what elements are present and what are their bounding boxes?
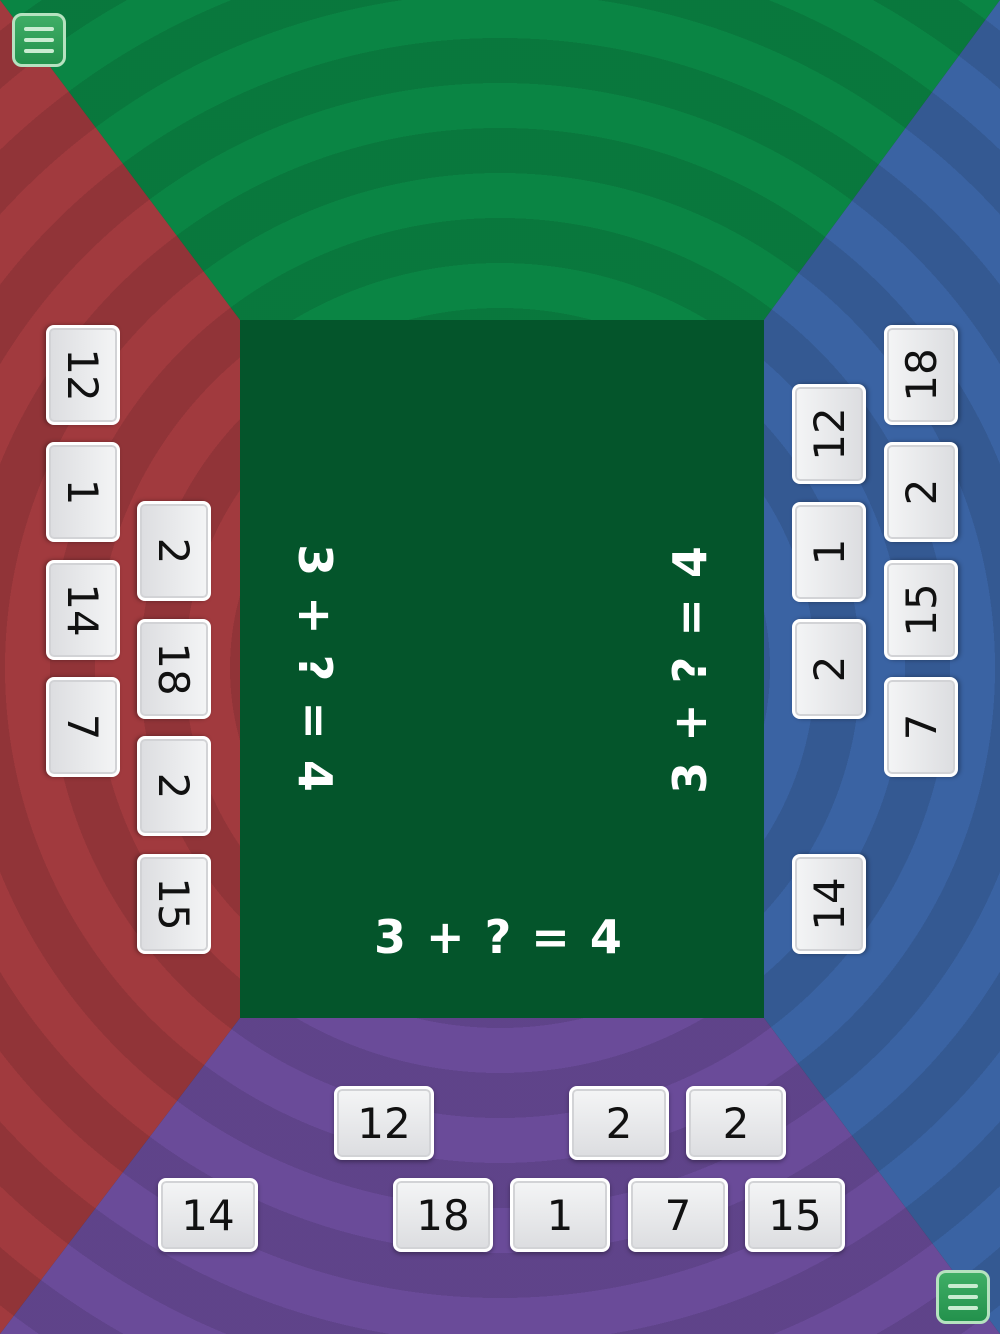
answer-tile[interactable]: 1 bbox=[510, 1178, 610, 1252]
answer-tile[interactable]: 1 bbox=[792, 502, 866, 602]
hamburger-line bbox=[948, 1306, 978, 1310]
answer-tile[interactable]: 15 bbox=[745, 1178, 845, 1252]
answer-tile[interactable]: 18 bbox=[884, 325, 958, 425]
answer-tile[interactable]: 14 bbox=[158, 1178, 258, 1252]
equation-right: 3 + ? = 4 bbox=[662, 544, 717, 794]
hamburger-line bbox=[24, 38, 54, 42]
answer-tile[interactable]: 7 bbox=[46, 677, 120, 777]
answer-tile[interactable]: 2 bbox=[137, 501, 211, 601]
hamburger-line bbox=[24, 49, 54, 53]
equation-bottom: 3 + ? = 4 bbox=[374, 910, 624, 964]
equation-left: 3 + ? = 4 bbox=[287, 544, 342, 794]
menu-button-bottom-right[interactable] bbox=[936, 1270, 990, 1324]
answer-tile[interactable]: 12 bbox=[792, 384, 866, 484]
answer-tile[interactable]: 12 bbox=[334, 1086, 434, 1160]
hamburger-menu-icon bbox=[948, 1284, 978, 1288]
answer-tile[interactable]: 12 bbox=[46, 325, 120, 425]
menu-button-top-left[interactable] bbox=[12, 13, 66, 67]
answer-tile[interactable]: 2 bbox=[569, 1086, 669, 1160]
answer-tile[interactable]: 14 bbox=[46, 560, 120, 660]
answer-tile[interactable]: 15 bbox=[137, 854, 211, 954]
answer-tile[interactable]: 2 bbox=[137, 736, 211, 836]
hamburger-menu-icon bbox=[24, 27, 54, 31]
answer-tile[interactable]: 15 bbox=[884, 560, 958, 660]
answer-tile[interactable]: 2 bbox=[686, 1086, 786, 1160]
answer-tile[interactable]: 18 bbox=[137, 619, 211, 719]
answer-tile[interactable]: 14 bbox=[792, 854, 866, 954]
answer-tile[interactable]: 2 bbox=[792, 619, 866, 719]
equation-board: 3 + ? = 4 3 + ? = 4 3 + ? = 4 bbox=[240, 320, 764, 1018]
answer-tile[interactable]: 1 bbox=[46, 442, 120, 542]
hamburger-line bbox=[948, 1295, 978, 1299]
answer-tile[interactable]: 7 bbox=[628, 1178, 728, 1252]
answer-tile[interactable]: 18 bbox=[393, 1178, 493, 1252]
answer-tile[interactable]: 7 bbox=[884, 677, 958, 777]
answer-tile[interactable]: 2 bbox=[884, 442, 958, 542]
